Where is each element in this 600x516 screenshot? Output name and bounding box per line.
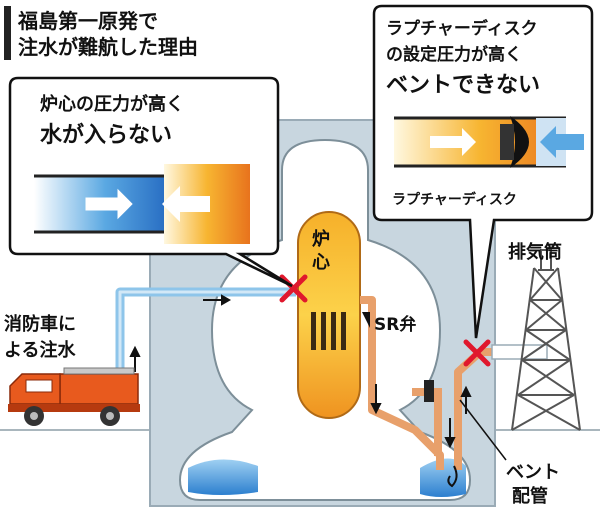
callout-right-line-3: ベントできない xyxy=(386,73,540,98)
callout-right-line-2: の設定圧力が高く xyxy=(386,44,522,65)
title-bar-marker xyxy=(4,6,11,60)
vent-pipe-label-2: 配管 xyxy=(512,485,548,507)
callout-right-line-1: ラプチャーディスク xyxy=(386,18,538,39)
callout-rupture-disk xyxy=(372,4,594,339)
suppression-pool-left xyxy=(188,459,258,495)
exhaust-stack xyxy=(511,249,581,431)
stack-connector-pipe xyxy=(491,344,548,360)
fire-truck-label-2: よる注水 xyxy=(4,339,76,361)
core-label-1: 炉 xyxy=(312,228,330,250)
title-line-2: 注水が難航した理由 xyxy=(18,35,198,59)
callout-left-line-2: 水が入らない xyxy=(40,122,172,148)
bubble-arrow xyxy=(447,465,458,488)
fire-truck xyxy=(8,367,140,426)
callout-left-line-1: 炉心の圧力が高く xyxy=(40,93,184,115)
fire-truck-label-1: 消防車に xyxy=(4,313,76,335)
reactor-core xyxy=(297,211,361,419)
title-line-1: 福島第一原発で xyxy=(17,9,158,33)
callout-core-pressure xyxy=(8,76,293,288)
sr-valve-label: SR弁 xyxy=(374,314,416,335)
flow-arrow-right xyxy=(203,294,232,306)
core-label-2: 心 xyxy=(312,252,330,273)
sr-valve-marker xyxy=(362,312,370,328)
flow-arrow-up xyxy=(129,345,141,372)
vent-pipe-lower xyxy=(360,296,444,470)
stack-label: 排気筒 xyxy=(508,241,562,263)
vent-pipe-label-1: ベント xyxy=(506,462,560,483)
rupture-disk-label: ラプチャーディスク xyxy=(392,191,517,208)
cross-mark-vent xyxy=(463,339,491,367)
vent-flow-arrows xyxy=(370,384,472,449)
vent-pipe-mid xyxy=(412,388,442,456)
vent-pipe-leader xyxy=(459,399,507,461)
fuel-rods xyxy=(311,312,346,350)
vent-valve xyxy=(424,380,434,402)
